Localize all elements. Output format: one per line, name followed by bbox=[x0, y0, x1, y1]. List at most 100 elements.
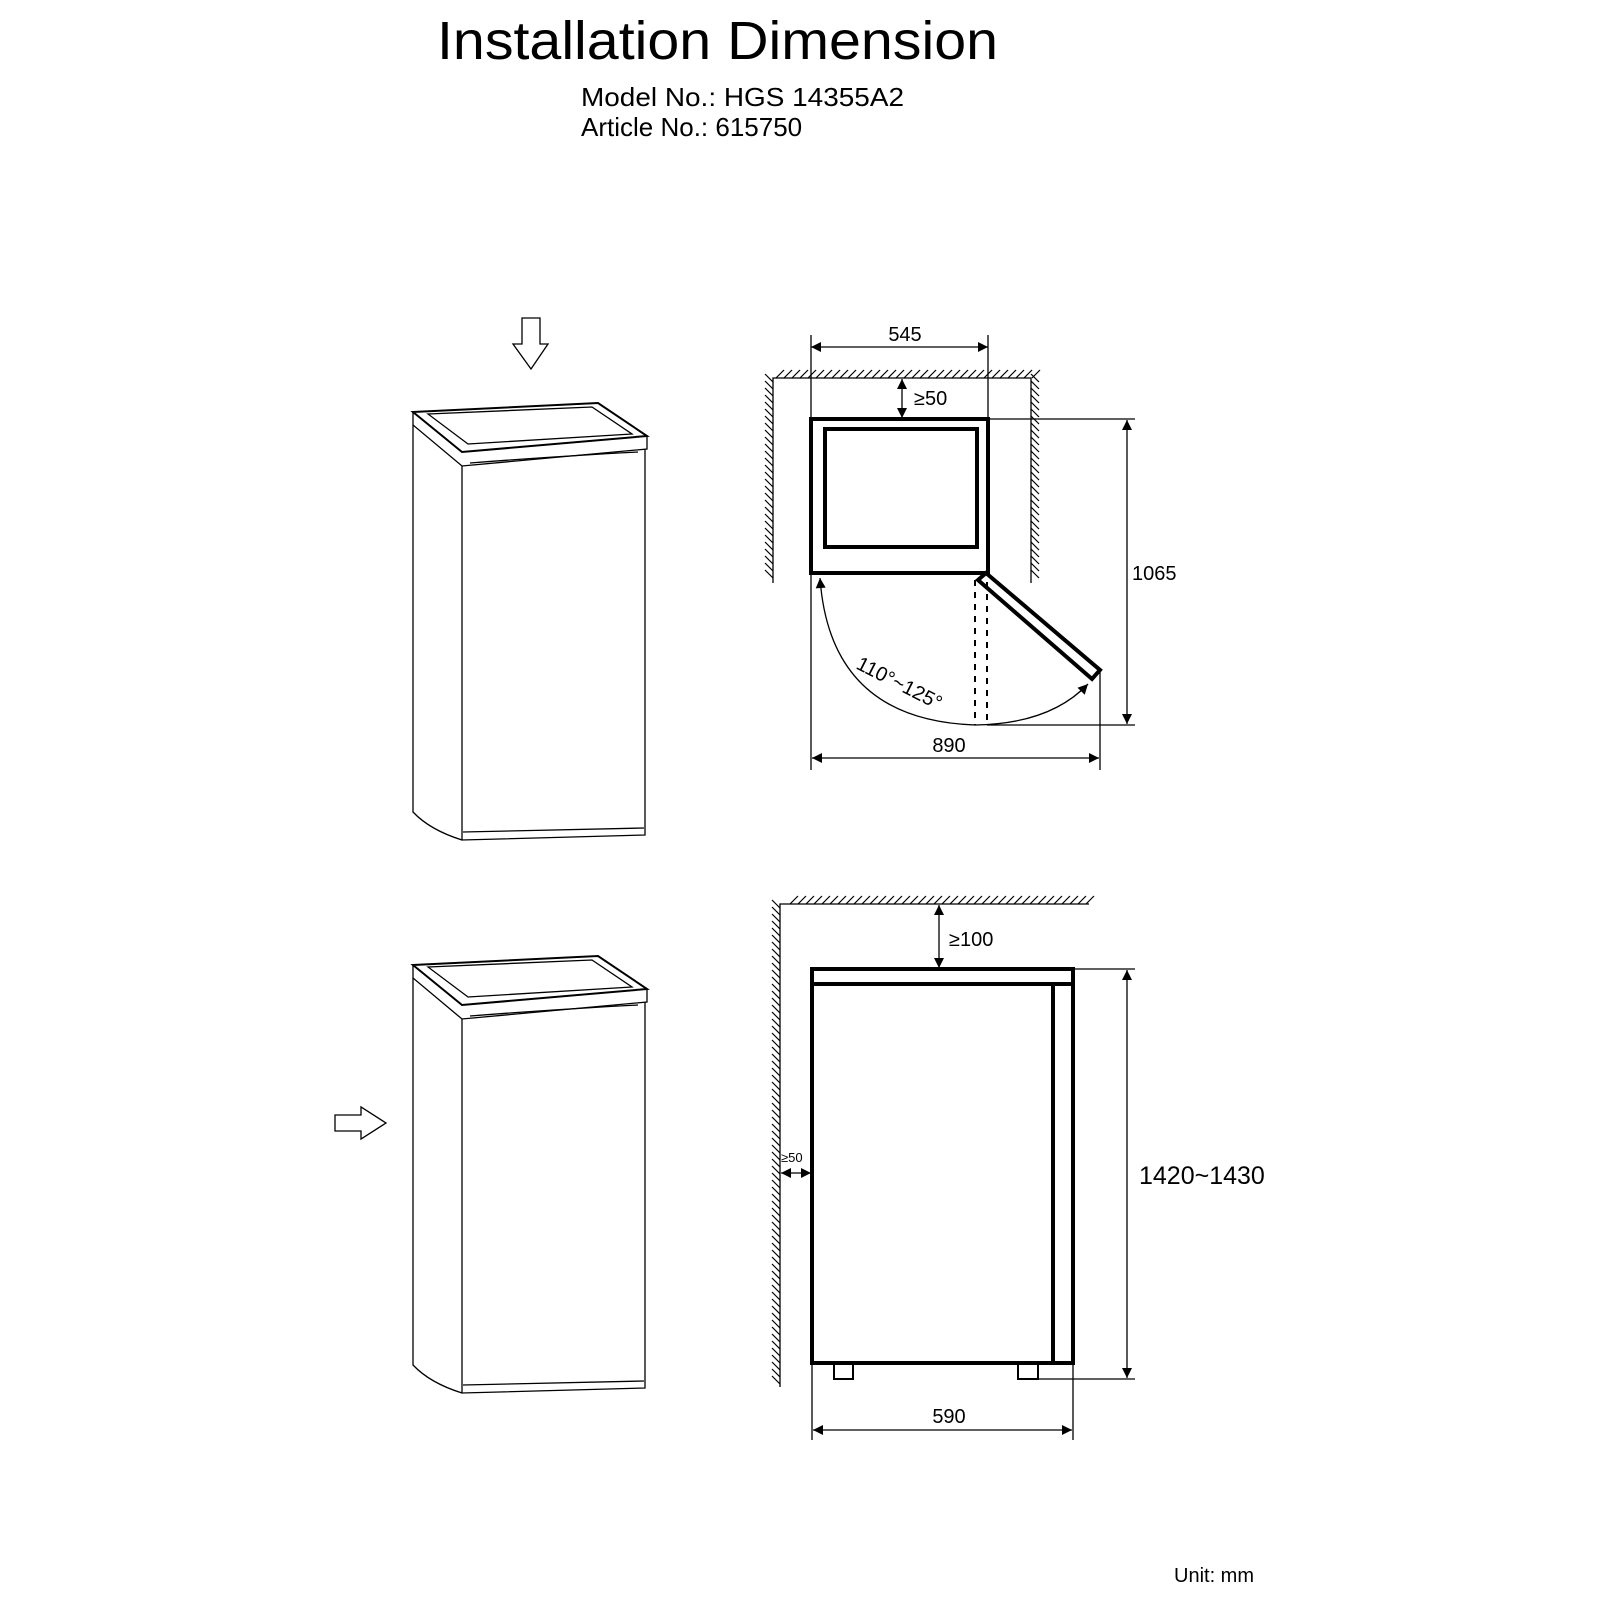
wall-hatch bbox=[771, 1074, 781, 1084]
wall-hatch bbox=[771, 1144, 781, 1154]
wall-hatch bbox=[771, 1018, 781, 1028]
wall-hatch bbox=[764, 485, 774, 495]
wall-hatch bbox=[771, 1228, 781, 1238]
wall-hatch bbox=[764, 401, 774, 411]
rear-clearance-label: ≥50 bbox=[914, 388, 947, 410]
wall-hatch bbox=[933, 895, 943, 905]
article-number: Article No.: 615750 bbox=[581, 112, 802, 142]
wall-hatch bbox=[771, 1179, 781, 1189]
wall-hatch bbox=[764, 527, 774, 537]
wall-hatch bbox=[764, 506, 774, 516]
wall-hatch bbox=[771, 1011, 781, 1021]
wall-hatch bbox=[991, 369, 1001, 379]
wall-hatch bbox=[771, 1347, 781, 1357]
wall-hatch bbox=[771, 1249, 781, 1259]
wall-hatch bbox=[1030, 562, 1040, 572]
wall-hatch bbox=[999, 369, 1009, 379]
wall-hatch bbox=[771, 1137, 781, 1147]
wall-hatch bbox=[917, 895, 927, 905]
unit-label: Unit: mm bbox=[1174, 1565, 1254, 1587]
wall-hatch bbox=[764, 548, 774, 558]
wall-hatch bbox=[771, 962, 781, 972]
wall-hatch bbox=[829, 895, 839, 905]
wall-hatch bbox=[771, 1039, 781, 1049]
wall-hatch bbox=[1030, 422, 1040, 432]
depth-label: 1065 bbox=[1132, 563, 1177, 585]
wall-hatch bbox=[771, 1186, 781, 1196]
wall-hatch bbox=[1023, 369, 1033, 379]
wall-hatch bbox=[764, 464, 774, 474]
wall-hatch bbox=[831, 369, 841, 379]
wall-hatch bbox=[1021, 895, 1031, 905]
wall-hatch bbox=[941, 895, 951, 905]
wall-hatch bbox=[771, 1032, 781, 1042]
wall-hatch bbox=[771, 1081, 781, 1091]
wall-hatch bbox=[871, 369, 881, 379]
wall-hatch bbox=[771, 1102, 781, 1112]
wall-hatch bbox=[771, 1095, 781, 1105]
wall-hatch bbox=[771, 1263, 781, 1273]
wall-hatch bbox=[771, 1284, 781, 1294]
wall-hatch bbox=[925, 895, 935, 905]
wall-hatch bbox=[919, 369, 929, 379]
height-label: 1420~1430 bbox=[1139, 1162, 1265, 1190]
wall-hatch bbox=[1030, 492, 1040, 502]
wall-hatch bbox=[1030, 443, 1040, 453]
wall-hatch bbox=[1030, 548, 1040, 558]
wall-hatch bbox=[855, 369, 865, 379]
wall-hatch bbox=[1030, 569, 1040, 579]
wall-hatch bbox=[771, 941, 781, 951]
wall-hatch bbox=[1029, 895, 1039, 905]
wall-hatch bbox=[771, 1242, 781, 1252]
wall-hatch bbox=[771, 934, 781, 944]
wall-hatch bbox=[771, 997, 781, 1007]
wall-hatch bbox=[861, 895, 871, 905]
wall-hatch bbox=[771, 1193, 781, 1203]
wall-hatch bbox=[771, 1333, 781, 1343]
wall-hatch bbox=[771, 1221, 781, 1231]
wall-hatch bbox=[1005, 895, 1015, 905]
open-width-label: 890 bbox=[932, 735, 965, 757]
wall-hatch bbox=[771, 927, 781, 937]
wall-hatch bbox=[771, 1053, 781, 1063]
wall-hatch bbox=[1030, 373, 1040, 383]
wall-hatch bbox=[791, 369, 801, 379]
wall-hatch bbox=[1061, 895, 1071, 905]
wall-hatch bbox=[771, 920, 781, 930]
wall-hatch bbox=[771, 1172, 781, 1182]
wall-hatch bbox=[869, 895, 879, 905]
wall-hatch bbox=[764, 436, 774, 446]
wall-hatch bbox=[1030, 527, 1040, 537]
wall-hatch bbox=[943, 369, 953, 379]
wall-hatch bbox=[771, 1214, 781, 1224]
fridge-perspective-top bbox=[412, 402, 648, 841]
wall-hatch bbox=[771, 1165, 781, 1175]
side-view: ≥100 ≥50 1420~1430 590 bbox=[771, 895, 1265, 1440]
wall-hatch bbox=[813, 895, 823, 905]
wall-hatch bbox=[764, 443, 774, 453]
fridge-perspective-side bbox=[412, 955, 648, 1394]
wall-hatch bbox=[1030, 394, 1040, 404]
wall-hatch bbox=[853, 895, 863, 905]
wall-hatch bbox=[771, 976, 781, 986]
wall-hatch bbox=[909, 895, 919, 905]
wall-hatch bbox=[764, 415, 774, 425]
wall-hatch bbox=[771, 1326, 781, 1336]
wall-hatch bbox=[771, 1298, 781, 1308]
wall-hatch bbox=[764, 562, 774, 572]
wall-hatch bbox=[973, 895, 983, 905]
wall-hatch bbox=[997, 895, 1007, 905]
wall-hatch bbox=[771, 906, 781, 916]
wall-hatch bbox=[807, 369, 817, 379]
wall-hatch bbox=[1077, 895, 1087, 905]
wall-hatch bbox=[764, 541, 774, 551]
wall-hatch bbox=[764, 429, 774, 439]
door-angle-label: 110°~125° bbox=[853, 653, 946, 715]
wall-hatch bbox=[764, 513, 774, 523]
top-clearance-label: ≥100 bbox=[949, 929, 993, 951]
wall-hatch bbox=[764, 380, 774, 390]
wall-hatch bbox=[764, 450, 774, 460]
wall-hatch bbox=[863, 369, 873, 379]
wall-hatch bbox=[1030, 471, 1040, 481]
wall-hatch bbox=[771, 1067, 781, 1077]
